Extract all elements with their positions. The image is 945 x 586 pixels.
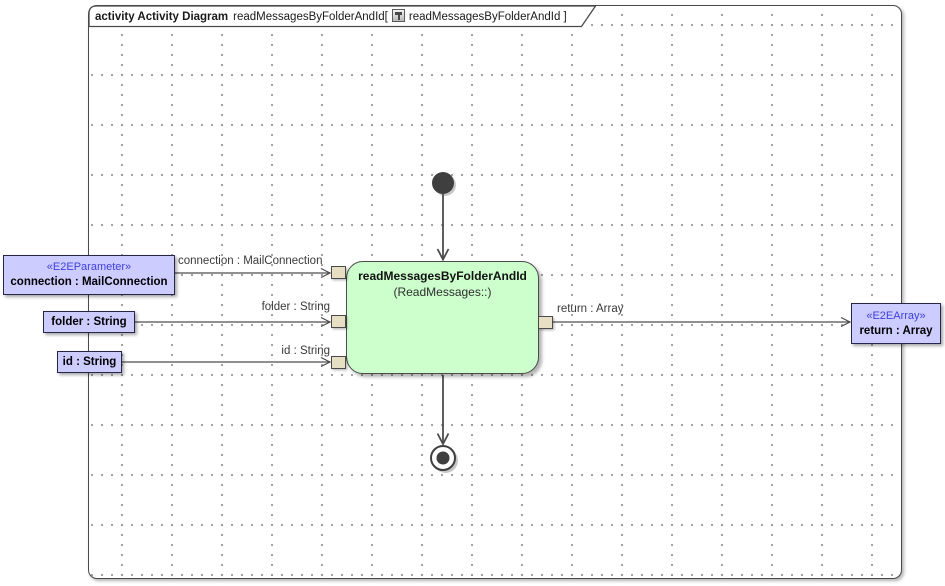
- action-node[interactable]: readMessagesByFolderAndId (ReadMessages:…: [346, 261, 539, 374]
- param-box-connection[interactable]: «E2EParameter» connection : MailConnecti…: [3, 255, 175, 295]
- edge-label-id: id : String: [281, 345, 330, 357]
- frame-title-ref: readMessagesByFolderAndId ]: [408, 11, 567, 23]
- result-name: return : Array: [859, 324, 933, 337]
- input-pin-id[interactable]: [331, 356, 346, 369]
- activity-diagram-icon: [391, 9, 405, 22]
- param-stereotype: «E2EParameter»: [46, 261, 132, 273]
- param-box-folder[interactable]: folder : String: [43, 311, 135, 333]
- edge-label-return: return : Array: [557, 303, 624, 315]
- action-subtitle: (ReadMessages::): [393, 285, 492, 299]
- param-name: folder : String: [51, 316, 127, 328]
- param-name: connection : MailConnection: [10, 276, 168, 288]
- input-pin-connection[interactable]: [331, 266, 346, 279]
- param-box-id[interactable]: id : String: [57, 351, 122, 373]
- input-pin-folder[interactable]: [331, 315, 346, 328]
- edge-label-folder: folder : String: [261, 301, 330, 313]
- result-box-return[interactable]: «E2EArray» return : Array: [851, 303, 941, 344]
- param-name: id : String: [62, 356, 117, 368]
- frame-title-name: readMessagesByFolderAndId[: [233, 11, 388, 23]
- result-stereotype: «E2EArray»: [866, 309, 926, 322]
- output-pin-return[interactable]: [538, 316, 553, 329]
- frame-title: activity Activity Diagram readMessagesByF…: [95, 8, 567, 26]
- action-title: readMessagesByFolderAndId: [358, 269, 527, 283]
- frame-title-keyword: activity Activity Diagram: [95, 11, 229, 23]
- edge-label-connection: connection : MailConnection: [178, 255, 323, 267]
